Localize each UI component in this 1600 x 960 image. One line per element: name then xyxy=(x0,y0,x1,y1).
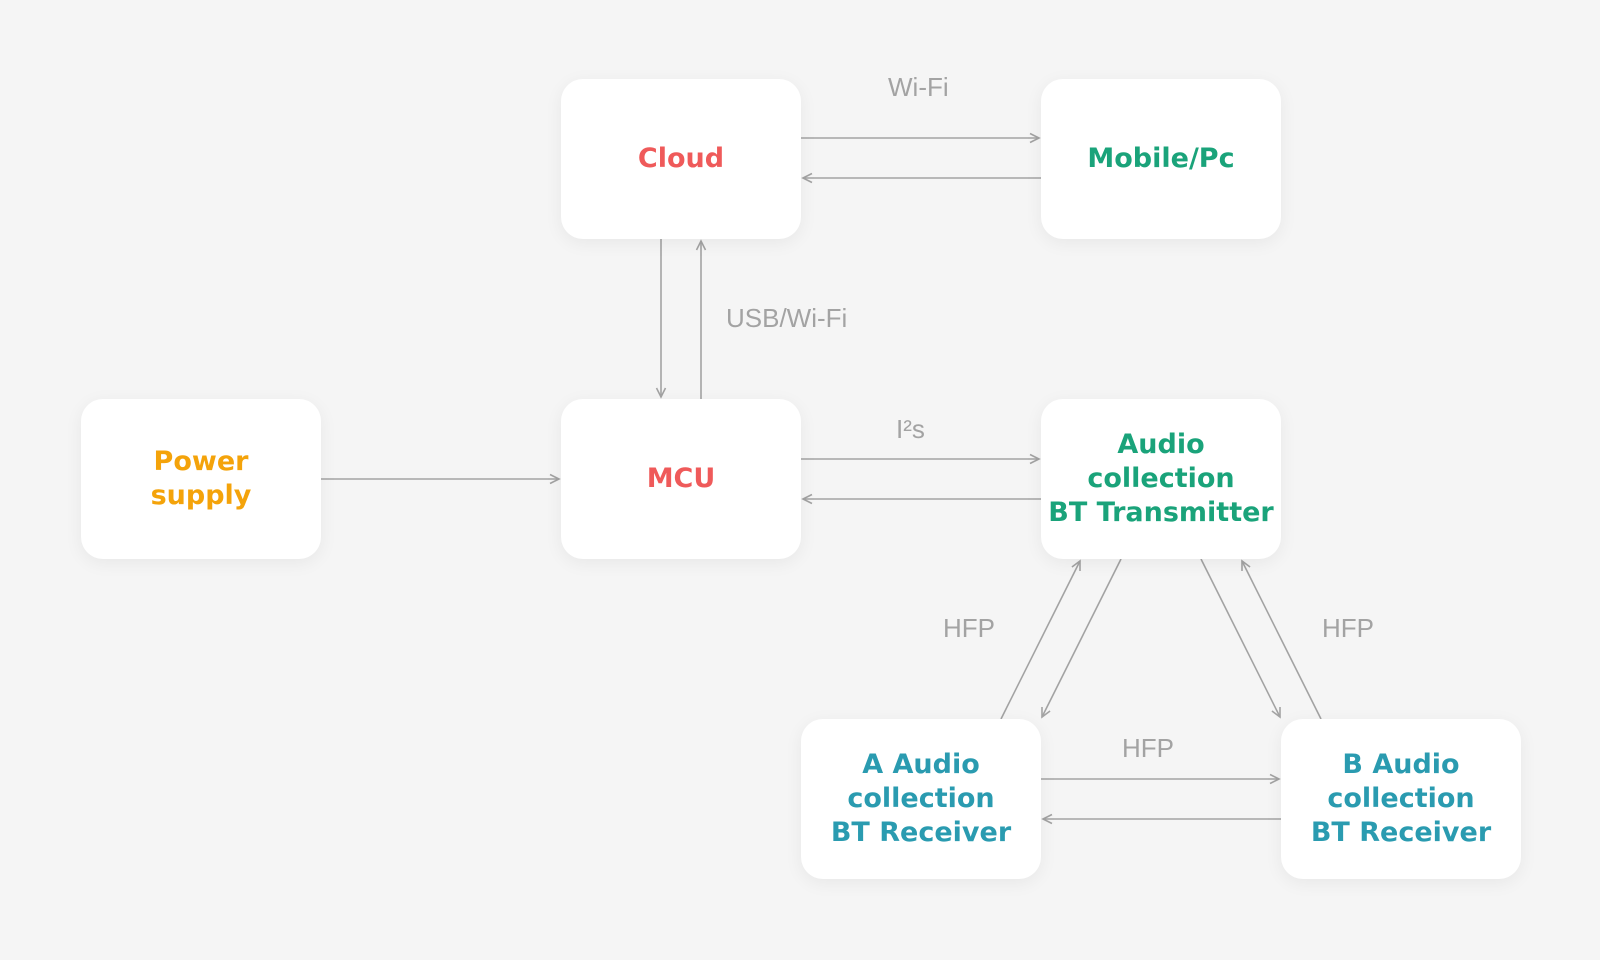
receiver-b-node: B Audio collection BT Receiver xyxy=(1281,719,1521,879)
label-usb-wifi: USB/Wi-Fi xyxy=(726,303,848,333)
label-i2s: I²s xyxy=(896,414,925,444)
label-hfp-receivers: HFP xyxy=(1122,733,1174,763)
power-supply-node: Power supply xyxy=(81,399,321,559)
cloud-node: Cloud xyxy=(561,79,801,239)
mcu-node: MCU xyxy=(561,399,801,559)
receiver-a-node: A Audio collection BT Receiver xyxy=(801,719,1041,879)
label-hfp-receiver-a: HFP xyxy=(943,613,995,643)
mobile-pc-node: Mobile/Pc xyxy=(1041,79,1281,239)
arrow-transmitter-to-receiver-b xyxy=(1200,558,1281,719)
label-wifi: Wi-Fi xyxy=(888,72,949,102)
receiver-a-label: A Audio collection BT Receiver xyxy=(830,749,1012,848)
receiver-b-label: B Audio collection BT Receiver xyxy=(1310,749,1492,848)
power-supply-label: Power supply xyxy=(150,446,252,511)
arrow-receiver-a-to-transmitter xyxy=(1000,559,1081,720)
mcu-label: MCU xyxy=(646,463,716,494)
mobile-pc-label: Mobile/Pc xyxy=(1087,143,1235,174)
bt-transmitter-label: Audio collection BT Transmitter xyxy=(1048,429,1274,528)
arrow-transmitter-to-receiver-a xyxy=(1041,558,1122,719)
bt-transmitter-node: Audio collection BT Transmitter xyxy=(1041,399,1281,559)
label-hfp-receiver-b: HFP xyxy=(1322,613,1374,643)
arrow-receiver-b-to-transmitter xyxy=(1241,559,1322,720)
cloud-label: Cloud xyxy=(637,143,725,174)
